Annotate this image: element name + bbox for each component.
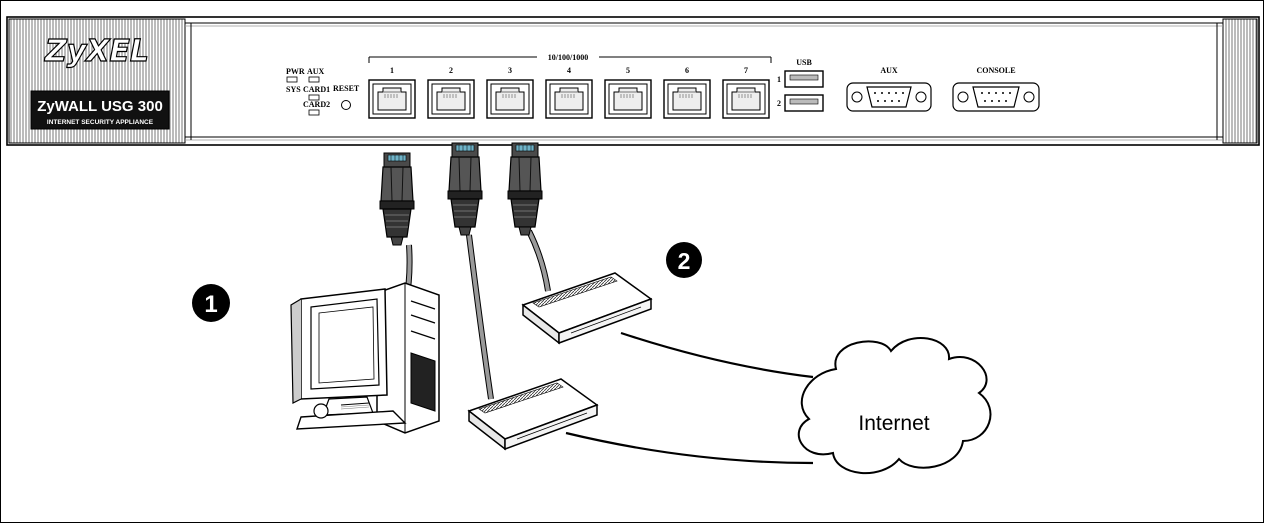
model-plate [30, 90, 170, 130]
model-tagline: INTERNET SECURITY APPLIANCE [47, 119, 154, 126]
led-card2 [308, 109, 320, 116]
led-label-aux: AUX [307, 67, 325, 76]
modem-top [522, 272, 652, 344]
port-label: 6 [685, 66, 689, 75]
usb-label: USB [796, 58, 812, 67]
port-label: 7 [744, 66, 748, 75]
ethernet-port-3[interactable] [486, 79, 534, 119]
right-vent-ribs [1222, 18, 1258, 144]
usg-device-front-panel: ZyXEL ZyWALL USG 300 INTERNET SECURITY A… [6, 16, 1260, 146]
usb-ports: USB 1 2 [777, 58, 824, 112]
cloud-label: Internet [858, 412, 929, 435]
led-label-card1: CARD1 [303, 85, 330, 94]
ethernet-port-4[interactable] [545, 79, 593, 119]
callout-number: 1 [204, 291, 217, 318]
status-leds: PWR SYS AUX CARD1 CARD2 [286, 67, 330, 116]
ethernet-port-5[interactable] [604, 79, 652, 119]
internet-cloud: Internet [797, 336, 992, 475]
led-card1 [308, 94, 320, 101]
led-label-card2: CARD2 [303, 100, 330, 109]
aux-serial-port[interactable]: AUX [846, 66, 932, 112]
led-label-pwr: PWR [286, 67, 305, 76]
ethernet-ports: 1 2 3 4 5 6 7 [368, 66, 770, 119]
led-pwr [286, 76, 298, 83]
zyxel-logo: ZyXEL [44, 34, 149, 69]
ethernet-plug-3 [507, 142, 543, 236]
port-label: 2 [449, 66, 453, 75]
aux-label: AUX [880, 66, 898, 75]
led-label-sys: SYS [286, 85, 301, 94]
reset-label: RESET [333, 84, 360, 93]
callout-number: 2 [678, 248, 691, 274]
callout-2: 2 [666, 242, 702, 278]
callout-1: 1 [192, 284, 230, 322]
port-label: 1 [390, 66, 394, 75]
computer-icon [290, 282, 440, 434]
port-group-bracket: 10/100/1000 [368, 53, 772, 63]
ethernet-port-7[interactable] [722, 79, 770, 119]
usb-slot-label: 1 [777, 75, 781, 84]
port-group-label: 10/100/1000 [548, 53, 588, 62]
console-label: CONSOLE [976, 66, 1015, 75]
wan-links [565, 331, 814, 465]
led-aux [308, 76, 320, 83]
ethernet-port-2[interactable] [427, 79, 475, 119]
reset-button[interactable] [341, 100, 351, 110]
port-label: 3 [508, 66, 512, 75]
usb-slot-label: 2 [777, 99, 781, 108]
port-label: 5 [626, 66, 630, 75]
ethernet-port-1[interactable] [368, 79, 416, 119]
ethernet-plug-1 [379, 152, 415, 246]
ethernet-port-6[interactable] [663, 79, 711, 119]
port-label: 4 [567, 66, 571, 75]
ethernet-plug-2 [447, 142, 483, 236]
console-serial-port[interactable]: CONSOLE [952, 66, 1040, 112]
model-name: ZyWALL USG 300 [37, 98, 163, 115]
